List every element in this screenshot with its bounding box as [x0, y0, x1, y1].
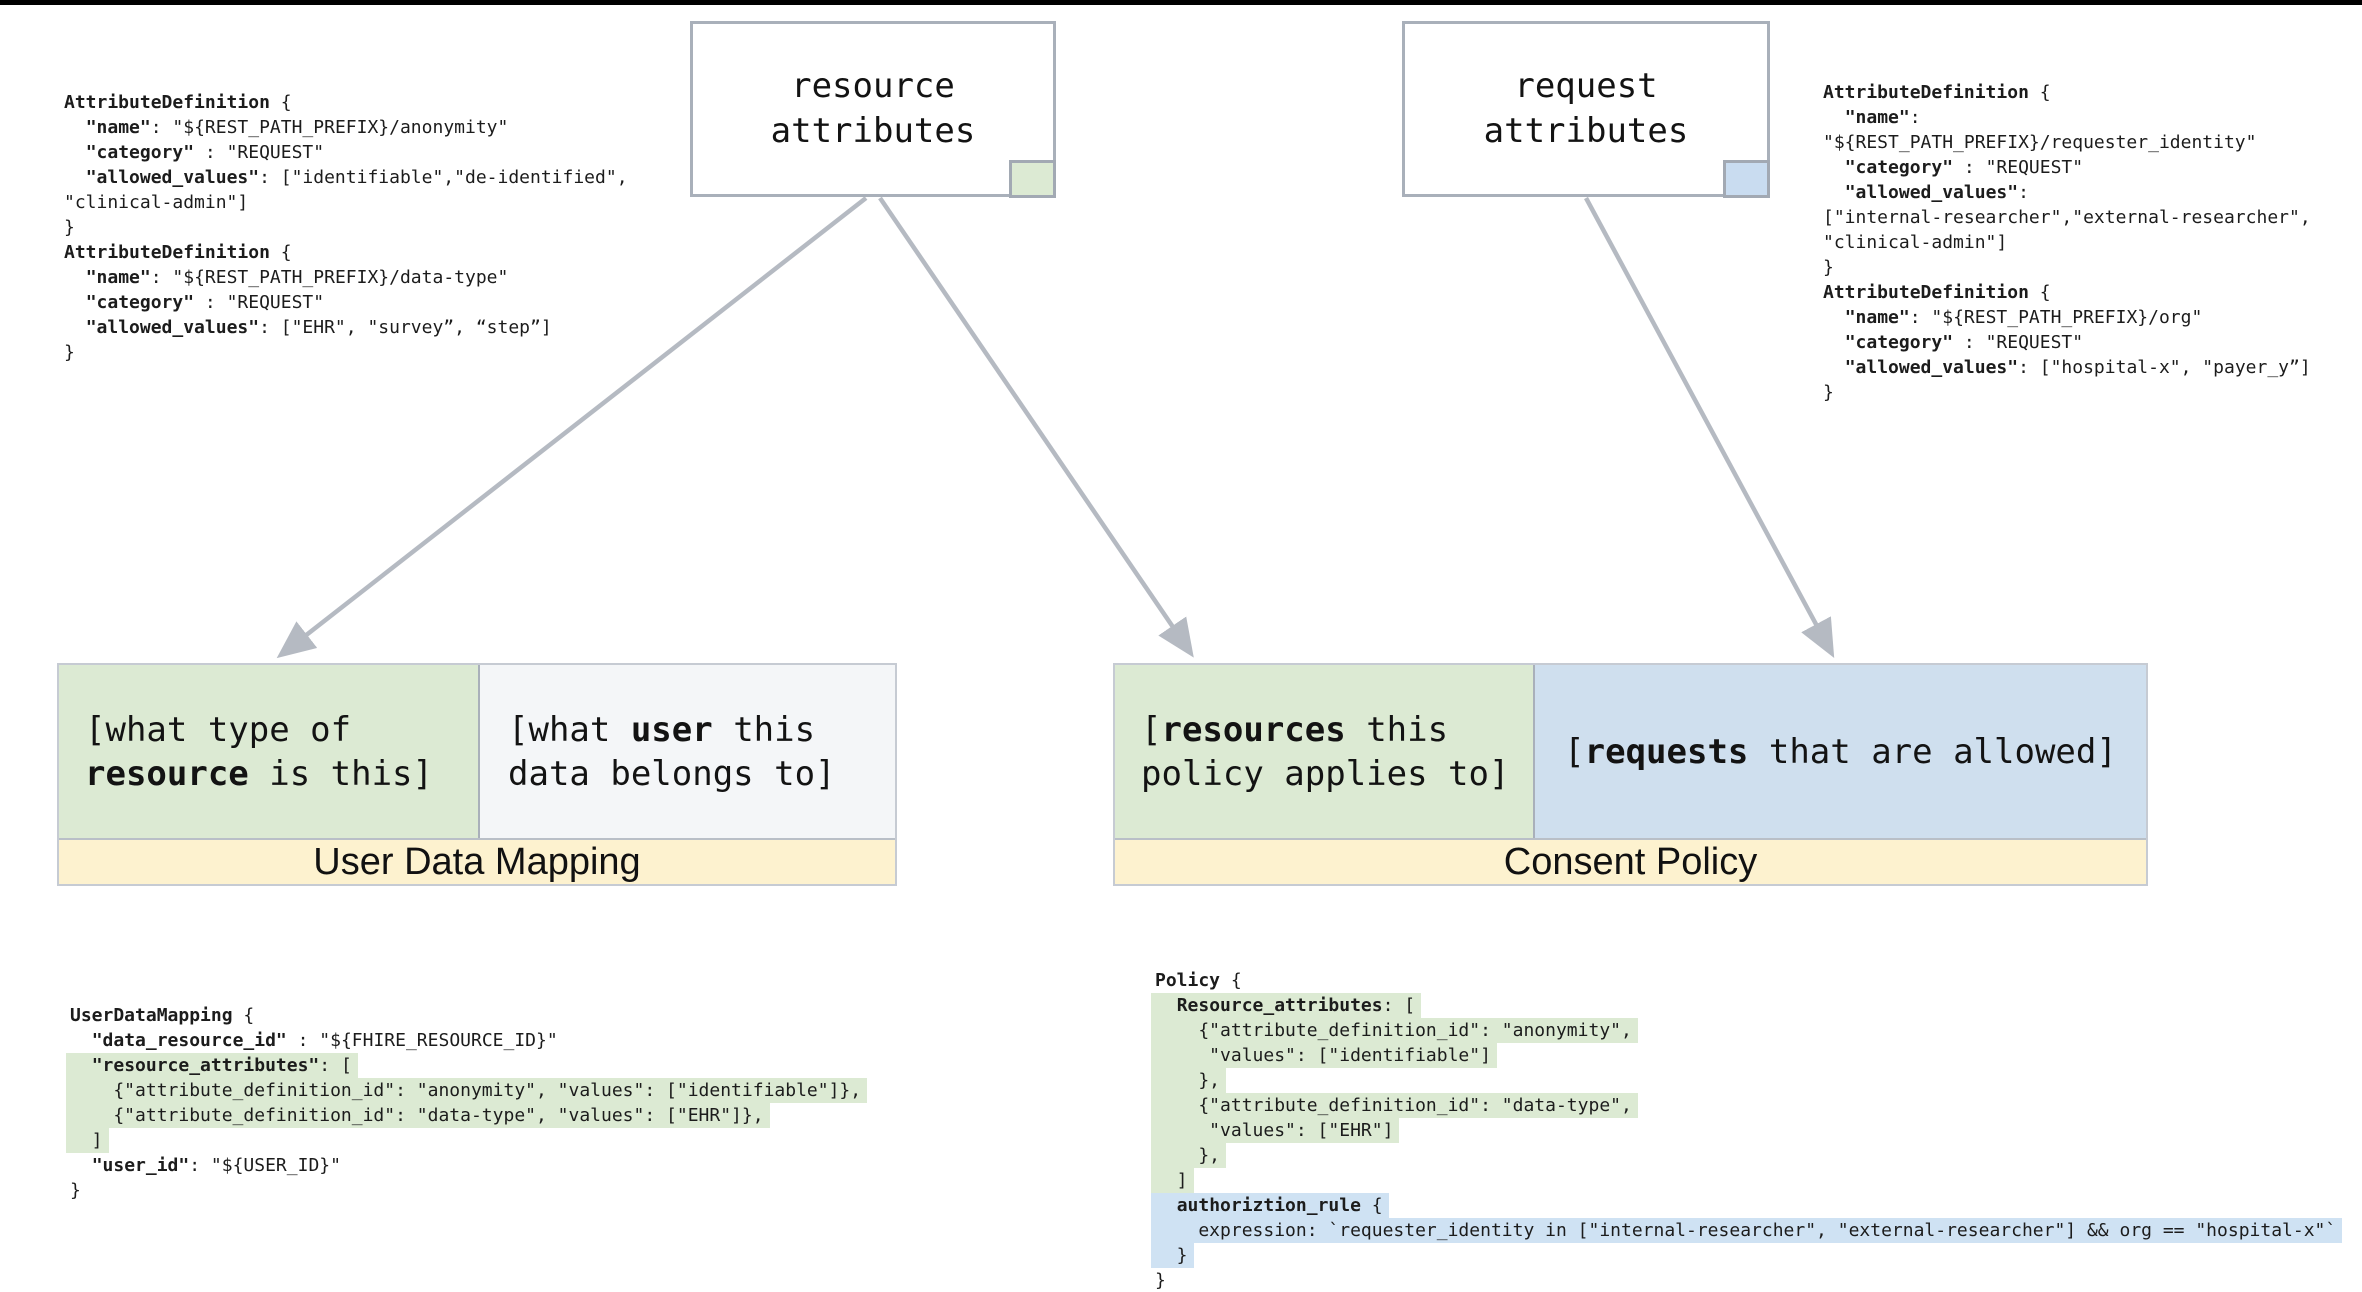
- text-line: [what type of: [85, 709, 352, 750]
- arrow-request-to-consent-policy: [1584, 196, 1835, 658]
- text-line: AttributeDefinition {: [64, 242, 292, 263]
- text-line: }: [70, 1180, 81, 1201]
- text-line: "category" : "REQUEST": [85, 292, 325, 313]
- text-line: data belongs to]: [508, 753, 836, 794]
- text-line: {"attribute_definition_id": "data-type",…: [66, 1103, 867, 1128]
- text-line: {"attribute_definition_id": "anonymity",…: [66, 1078, 868, 1103]
- consent-policy-label: Consent Policy: [1115, 838, 2146, 884]
- text-line: "allowed_values": ["hospital-x", "payer_…: [1844, 357, 2311, 378]
- text-line: ]: [1151, 1168, 2342, 1193]
- top-border-line: [0, 0, 2362, 5]
- text-line: "category" : "REQUEST": [1844, 332, 2084, 353]
- text-line: "category" : "REQUEST": [85, 142, 325, 163]
- text-line: "allowed_values": ["identifiable","de-id…: [85, 167, 628, 188]
- text-line: }: [64, 217, 75, 238]
- request-blue-swatch: [1723, 160, 1770, 198]
- policy-requests-cell: [requests that are allowed]: [1533, 665, 2146, 838]
- request-box-title-line2: attributes: [1483, 111, 1689, 151]
- text-line: "name": "${REST_PATH_PREFIX}/data-type": [85, 267, 509, 288]
- text-line: Resource_attributes: [: [1151, 993, 2342, 1018]
- text-line: {"attribute_definition_id": "data-type",: [1151, 1093, 2342, 1118]
- text-line: AttributeDefinition {: [64, 92, 292, 113]
- text-line: "clinical-admin"]: [1823, 232, 2008, 253]
- text-line: }: [1151, 1243, 2342, 1268]
- arrow-resource-to-user-data-mapping: [276, 196, 868, 659]
- text-line: [what user this: [508, 709, 816, 750]
- consent-policy-code: Policy { Resource_attributes: [ {"attrib…: [1151, 968, 2343, 1292]
- text-line: "allowed_values": ["EHR", "survey”, “ste…: [85, 317, 552, 338]
- text-line: Policy {: [1155, 970, 1242, 991]
- user-data-mapping-label: User Data Mapping: [59, 838, 895, 884]
- resource-box-title-line1: resource: [791, 66, 955, 106]
- resource-box-title-line2: attributes: [770, 111, 976, 151]
- text-line: ]: [66, 1128, 867, 1153]
- text-line: AttributeDefinition {: [1823, 282, 2051, 303]
- user-data-mapping-code: UserDataMapping { "data_resource_id" : "…: [66, 1003, 868, 1203]
- text-line: }: [1155, 1270, 1166, 1291]
- request-attribute-definitions-code: AttributeDefinition { "name": "${REST_PAT…: [1823, 80, 2311, 405]
- text-line: "name": "${REST_PATH_PREFIX}/anonymity": [85, 117, 509, 138]
- request-attributes-box: request attributes: [1402, 21, 1770, 198]
- request-box-title-line1: request: [1514, 66, 1658, 106]
- text-line: [requests that are allowed]: [1564, 731, 2117, 772]
- text-line: AttributeDefinition {: [1823, 82, 2051, 103]
- text-line: "values": ["EHR"]: [1151, 1118, 2342, 1143]
- text-line: "values": ["identifiable"]: [1151, 1043, 2342, 1068]
- text-line: expression: `requester_identity in ["int…: [1151, 1218, 2343, 1243]
- resource-green-swatch: [1009, 160, 1056, 198]
- text-line: "name": "${REST_PATH_PREFIX}/org": [1844, 307, 2203, 328]
- text-line: [resources this: [1141, 709, 1449, 750]
- text-line: "${REST_PATH_PREFIX}/requester_identity": [1823, 132, 2257, 153]
- text-line: }: [1823, 257, 1834, 278]
- arrow-resource-to-consent-policy: [878, 196, 1194, 658]
- text-line: },: [1151, 1068, 2342, 1093]
- text-line: "allowed_values":: [1844, 182, 2029, 203]
- text-line: UserDataMapping {: [70, 1005, 255, 1026]
- text-line: policy applies to]: [1141, 753, 1510, 794]
- text-line: }: [64, 342, 75, 363]
- resource-attribute-definitions-code: AttributeDefinition { "name": "${REST_PA…: [64, 90, 628, 365]
- text-line: {"attribute_definition_id": "anonymity",: [1151, 1018, 2342, 1043]
- text-line: },: [1151, 1143, 2342, 1168]
- text-line: "data_resource_id" : "${FHIRE_RESOURCE_I…: [91, 1030, 558, 1051]
- text-line: "clinical-admin"]: [64, 192, 249, 213]
- text-line: resource is this]: [85, 753, 433, 794]
- text-line: authoriztion_rule {: [1151, 1193, 2342, 1218]
- text-line: }: [1823, 382, 1834, 403]
- text-line: "user_id": "${USER_ID}": [91, 1155, 341, 1176]
- text-line: "resource_attributes": [: [66, 1053, 867, 1078]
- text-line: "name":: [1844, 107, 1921, 128]
- text-line: ["internal-researcher","external-researc…: [1823, 207, 2311, 228]
- resource-attributes-box: resource attributes: [690, 21, 1056, 198]
- text-line: "category" : "REQUEST": [1844, 157, 2084, 178]
